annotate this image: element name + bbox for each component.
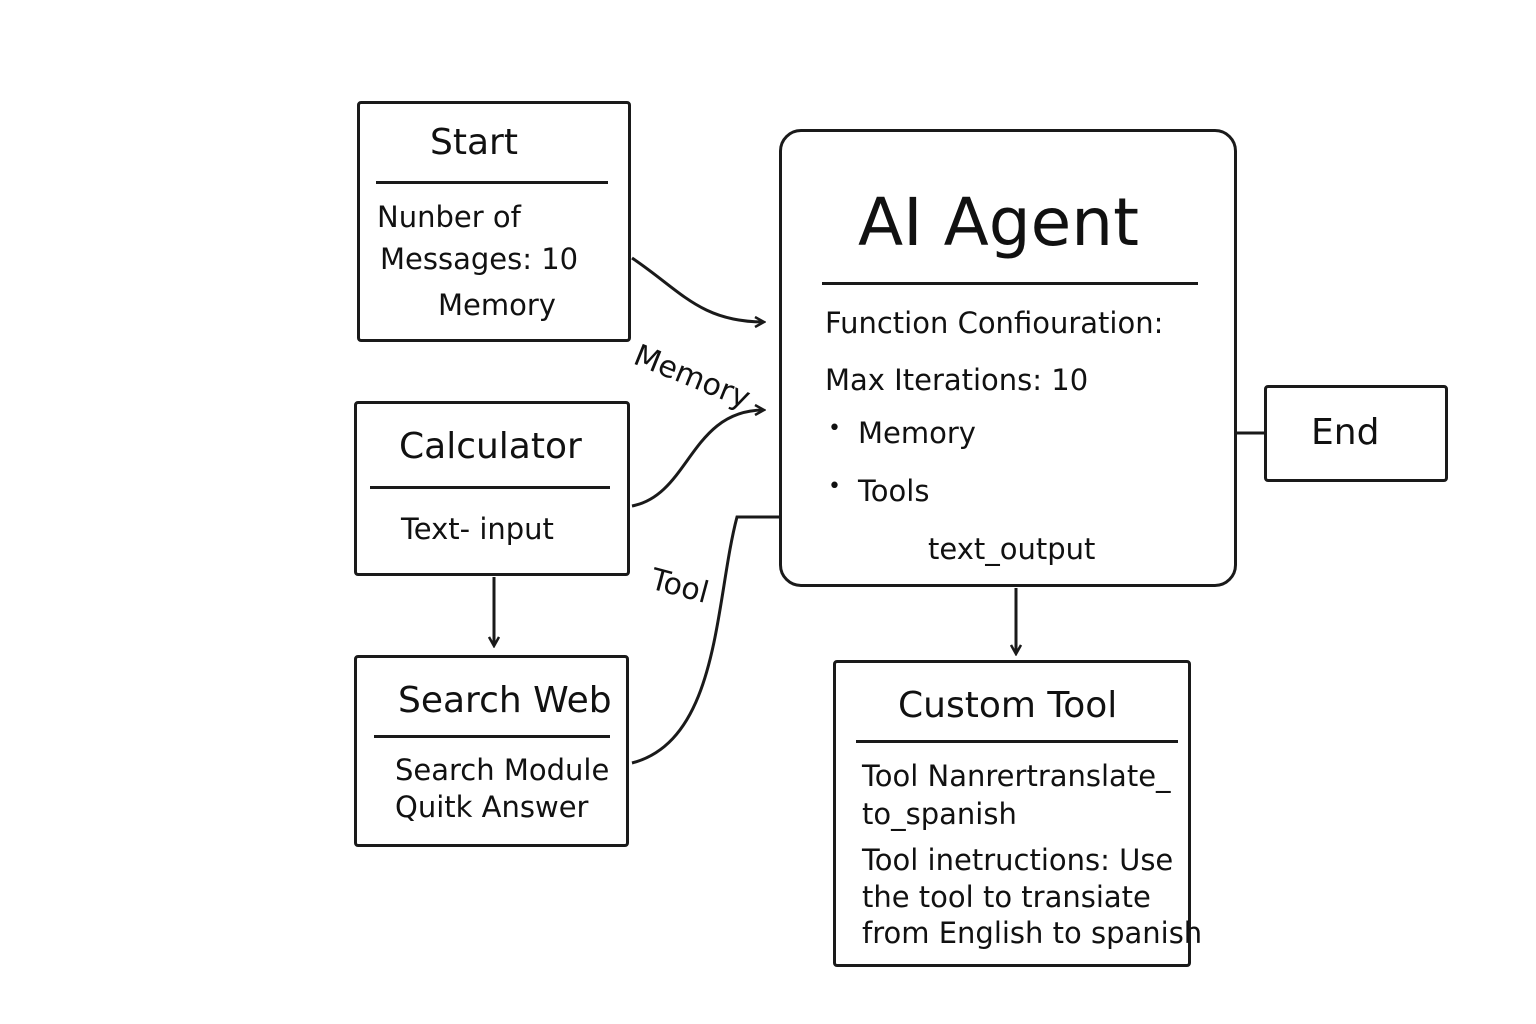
node-footer: text_output bbox=[928, 532, 1096, 566]
node-end[interactable]: End bbox=[1264, 385, 1448, 482]
node-start[interactable]: Start Nunber of Messages: 10 Memory bbox=[357, 101, 631, 342]
node-bullet: Memory bbox=[858, 416, 976, 450]
divider bbox=[374, 735, 610, 738]
node-title: Calculator bbox=[399, 426, 582, 467]
node-line: Tool Nanrertranslate_ bbox=[862, 759, 1171, 793]
node-line: Max Iterations: 10 bbox=[825, 363, 1089, 397]
bullet-icon: • bbox=[828, 416, 841, 441]
divider bbox=[370, 486, 610, 489]
node-line: to_spanish bbox=[862, 797, 1017, 831]
node-title: Search Web bbox=[398, 680, 612, 721]
node-line: from English to spanish bbox=[862, 916, 1203, 950]
node-line: Messages: 10 bbox=[380, 242, 579, 276]
node-title: Custom Tool bbox=[898, 685, 1118, 726]
node-title: End bbox=[1311, 412, 1380, 453]
node-line: the tool to transiate bbox=[862, 880, 1151, 914]
node-custom-tool[interactable]: Custom Tool Tool Nanrertranslate_ to_spa… bbox=[833, 660, 1202, 967]
node-title: Start bbox=[430, 122, 518, 163]
node-calculator[interactable]: Calculator Text- input bbox=[354, 401, 630, 576]
node-search-web[interactable]: Search Web Search Module Quitk Answer bbox=[354, 655, 629, 847]
node-bullet: Tools bbox=[858, 474, 930, 508]
node-title: AI Agent bbox=[858, 184, 1139, 261]
node-line: Text- input bbox=[401, 512, 554, 546]
node-line: Nunber of bbox=[377, 200, 521, 234]
divider bbox=[376, 181, 608, 184]
edge-search-to-agent bbox=[631, 515, 779, 765]
node-line: Memory bbox=[438, 288, 556, 322]
node-line: Tool inetructions: Use bbox=[862, 843, 1174, 877]
bullet-icon: • bbox=[828, 474, 841, 499]
edge-start-to-agent bbox=[631, 256, 764, 322]
divider bbox=[856, 740, 1178, 743]
node-line: Function Confiouration: bbox=[825, 306, 1164, 340]
divider bbox=[822, 282, 1198, 285]
node-ai-agent[interactable]: AI Agent Function Confiouration: Max Ite… bbox=[779, 129, 1237, 587]
edge-calculator-to-agent bbox=[631, 410, 764, 508]
node-line: Search Module bbox=[395, 753, 610, 787]
node-line: Quitk Answer bbox=[395, 790, 589, 824]
